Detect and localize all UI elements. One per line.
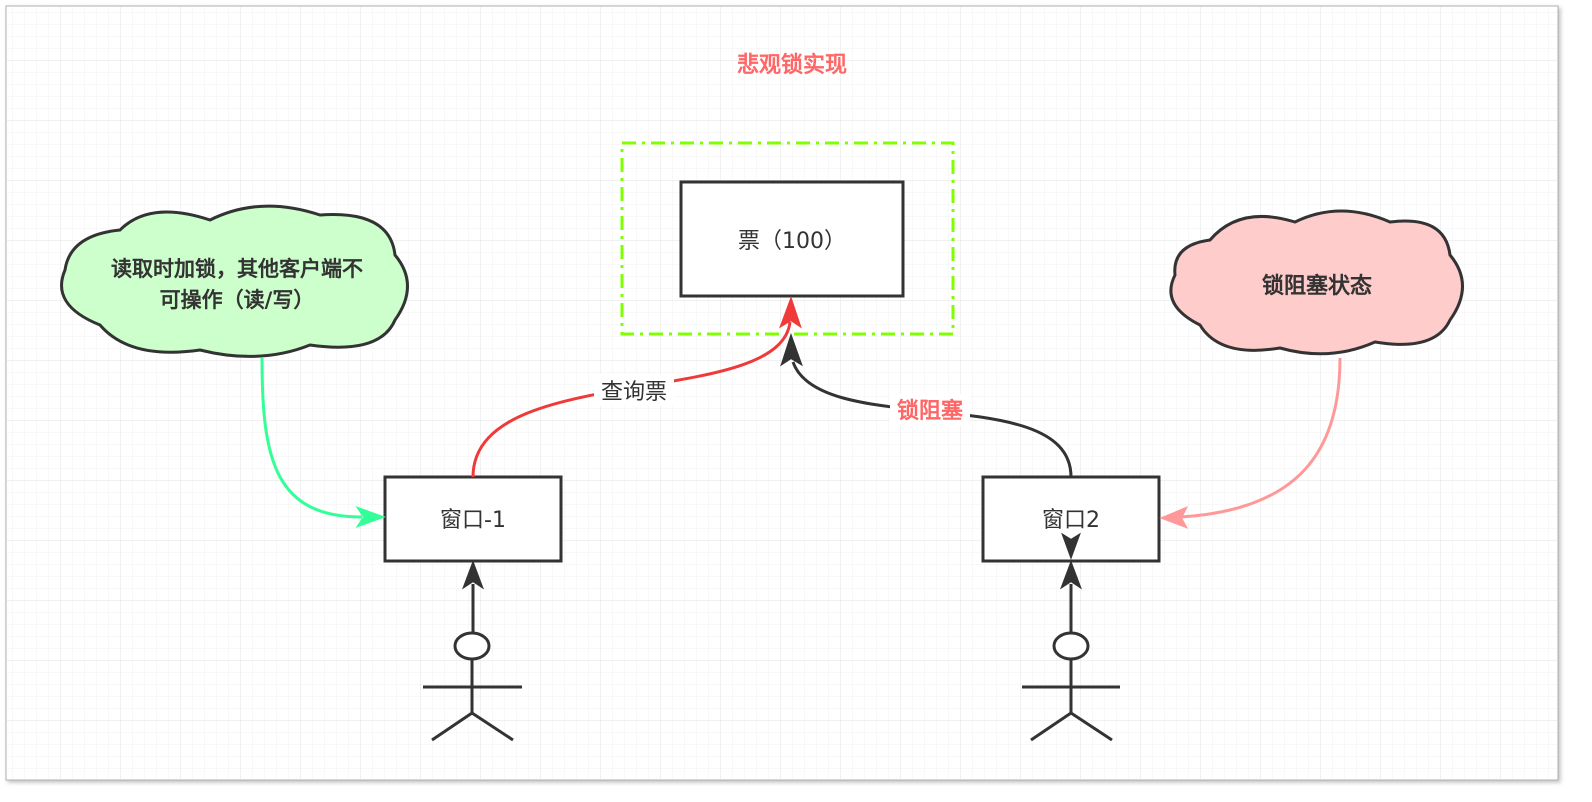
window-1-label: 窗口-1 bbox=[440, 508, 506, 533]
cloud-left-shape bbox=[60, 204, 409, 358]
cloud-right[interactable]: 锁阻塞状态 bbox=[1169, 209, 1464, 356]
ticket-label: 票（100） bbox=[738, 229, 846, 254]
edge-cloud-to-window1[interactable] bbox=[260, 357, 386, 528]
edge-query-label-bg bbox=[594, 374, 674, 406]
arrowhead-red bbox=[779, 295, 802, 329]
cloud-left-line2: 可操作（读/写） bbox=[160, 288, 315, 312]
arrowhead-dark bbox=[780, 332, 803, 367]
edge-block-label-bg bbox=[890, 394, 970, 426]
edge-cloud-to-window2[interactable] bbox=[1159, 357, 1342, 529]
arrowhead-green bbox=[355, 506, 386, 528]
diagram-title: 悲观锁实现 bbox=[737, 52, 847, 78]
stick-figure-icon[interactable] bbox=[423, 560, 522, 742]
window-1-box[interactable]: 窗口-1 bbox=[383, 475, 563, 563]
cloud-left-line1: 读取时加锁，其他客户端不 bbox=[111, 257, 363, 281]
edge-query-label: 查询票 bbox=[601, 380, 667, 405]
stick-figure-icon[interactable] bbox=[1022, 532, 1120, 742]
arrowhead-window2-inner bbox=[1061, 532, 1081, 560]
window-2-label: 窗口2 bbox=[1042, 508, 1100, 533]
grid-background bbox=[7, 7, 1557, 779]
cloud-right-shape bbox=[1169, 209, 1464, 356]
cloud-right-label: 锁阻塞状态 bbox=[1262, 273, 1372, 299]
edge-block-label: 锁阻塞 bbox=[897, 398, 964, 424]
edge-query-ticket[interactable]: 查询票 bbox=[471, 295, 802, 478]
edge-lock-blocked[interactable]: 锁阻塞 bbox=[780, 332, 1073, 478]
arrowhead-pink bbox=[1159, 506, 1189, 529]
ticket-box[interactable]: 票（100） bbox=[679, 180, 905, 298]
cloud-left[interactable]: 读取时加锁，其他客户端不 可操作（读/写） bbox=[60, 204, 409, 358]
